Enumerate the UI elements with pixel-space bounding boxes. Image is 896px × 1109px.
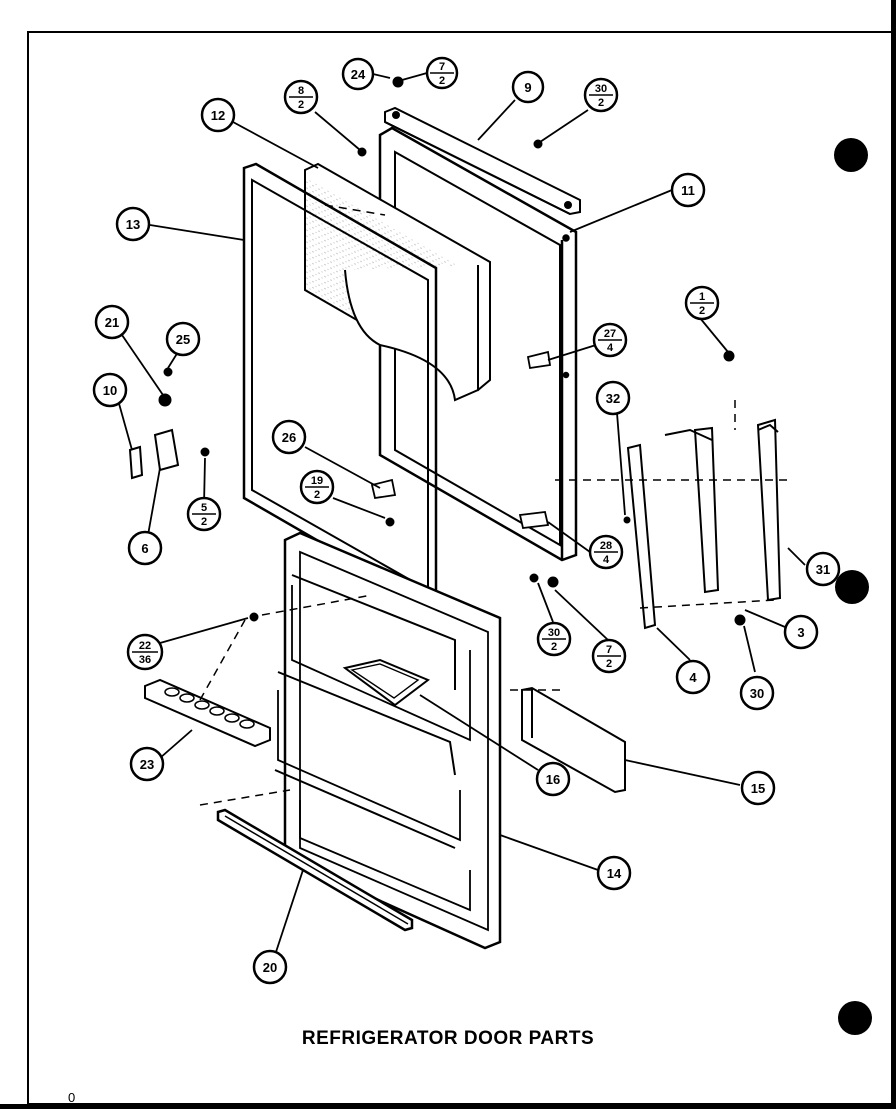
callout-6: 6 xyxy=(127,530,163,566)
callout-11: 11 xyxy=(670,172,706,208)
svg-text:4: 4 xyxy=(607,342,614,354)
svg-text:3: 3 xyxy=(797,625,804,640)
svg-text:15: 15 xyxy=(751,781,765,796)
svg-text:9: 9 xyxy=(524,80,531,95)
alignment-lines xyxy=(199,204,790,806)
svg-text:2: 2 xyxy=(606,658,612,670)
svg-text:19: 19 xyxy=(311,475,323,487)
callout-26: 26 xyxy=(271,419,307,455)
callout-24: 24 xyxy=(341,57,375,91)
svg-text:36: 36 xyxy=(139,654,151,666)
fresh-food-door-liner xyxy=(274,531,502,950)
svg-text:30: 30 xyxy=(548,627,560,639)
callout-7-2-top: 7 2 xyxy=(425,56,459,90)
svg-text:2: 2 xyxy=(439,75,445,87)
callout-32: 32 xyxy=(595,380,631,416)
svg-text:1: 1 xyxy=(699,291,705,303)
svg-text:24: 24 xyxy=(351,67,366,82)
punch-hole-top xyxy=(834,138,868,172)
callout-20: 20 xyxy=(252,949,288,985)
svg-text:5: 5 xyxy=(201,502,207,514)
egg-tray xyxy=(144,678,271,748)
callout-28-4: 28 4 xyxy=(588,534,624,570)
svg-text:2: 2 xyxy=(699,305,705,317)
svg-text:2: 2 xyxy=(298,99,304,111)
page-marker: 0 xyxy=(68,1090,76,1105)
callout-14: 14 xyxy=(596,855,632,891)
svg-text:28: 28 xyxy=(600,540,612,552)
svg-text:16: 16 xyxy=(546,772,560,787)
svg-text:14: 14 xyxy=(607,866,622,881)
svg-text:11: 11 xyxy=(681,183,695,198)
callout-25: 25 xyxy=(165,321,201,357)
svg-text:26: 26 xyxy=(282,430,296,445)
svg-text:12: 12 xyxy=(211,108,225,123)
scan-edge-right xyxy=(891,0,896,1109)
top-hinge-bracket xyxy=(384,106,581,216)
svg-text:4: 4 xyxy=(689,670,697,685)
punch-hole-middle xyxy=(835,570,869,604)
callout-30-single: 30 xyxy=(739,675,775,711)
bottom-door-trim xyxy=(216,808,414,932)
svg-text:8: 8 xyxy=(298,85,304,97)
svg-text:23: 23 xyxy=(140,757,154,772)
svg-text:25: 25 xyxy=(176,332,190,347)
svg-text:21: 21 xyxy=(105,315,119,330)
svg-text:6: 6 xyxy=(141,541,148,556)
svg-text:13: 13 xyxy=(126,217,140,232)
svg-text:32: 32 xyxy=(606,391,620,406)
callout-23: 23 xyxy=(129,746,165,782)
svg-text:2: 2 xyxy=(314,489,320,501)
callout-30-2-bottom: 30 2 xyxy=(536,621,572,657)
callout-22-36: 22 36 xyxy=(126,633,164,671)
callout-9: 9 xyxy=(511,70,545,104)
svg-text:30: 30 xyxy=(750,686,764,701)
callout-31: 31 xyxy=(805,551,841,587)
callout-7-2-bottom: 7 2 xyxy=(591,638,627,674)
callout-1-2: 1 2 xyxy=(684,285,720,321)
callout-30-2-top: 30 2 xyxy=(583,77,619,113)
svg-text:22: 22 xyxy=(139,640,151,652)
svg-text:4: 4 xyxy=(603,554,610,566)
svg-text:31: 31 xyxy=(816,562,830,577)
svg-text:7: 7 xyxy=(439,61,445,73)
svg-text:27: 27 xyxy=(604,328,616,340)
trim-strip-15 xyxy=(521,686,626,794)
handle-assembly xyxy=(626,418,782,630)
callout-5-2: 5 2 xyxy=(186,496,222,532)
svg-text:10: 10 xyxy=(103,383,117,398)
callout-4: 4 xyxy=(675,659,711,695)
callout-8-2: 8 2 xyxy=(283,79,319,115)
svg-text:20: 20 xyxy=(263,960,277,975)
leader-lines xyxy=(117,72,806,956)
callout-12: 12 xyxy=(200,97,236,133)
svg-text:30: 30 xyxy=(595,83,607,95)
svg-text:2: 2 xyxy=(201,516,207,528)
callout-16: 16 xyxy=(535,761,571,797)
diagram-title: REFRIGERATOR DOOR PARTS xyxy=(301,1028,595,1049)
hardware-screws xyxy=(128,76,746,626)
callout-19-2: 19 2 xyxy=(299,469,335,505)
callout-15: 15 xyxy=(740,770,776,806)
callout-13: 13 xyxy=(115,206,151,242)
punch-hole-bottom xyxy=(838,1001,872,1035)
svg-text:7: 7 xyxy=(606,644,612,656)
callout-27-4: 27 4 xyxy=(592,322,628,358)
freezer-door-liner xyxy=(304,162,491,402)
svg-text:2: 2 xyxy=(598,97,604,109)
callout-3: 3 xyxy=(783,614,819,650)
svg-text:2: 2 xyxy=(551,641,557,653)
scan-edge-bottom xyxy=(0,1104,896,1109)
callout-10: 10 xyxy=(92,372,128,408)
callout-21: 21 xyxy=(94,304,130,340)
